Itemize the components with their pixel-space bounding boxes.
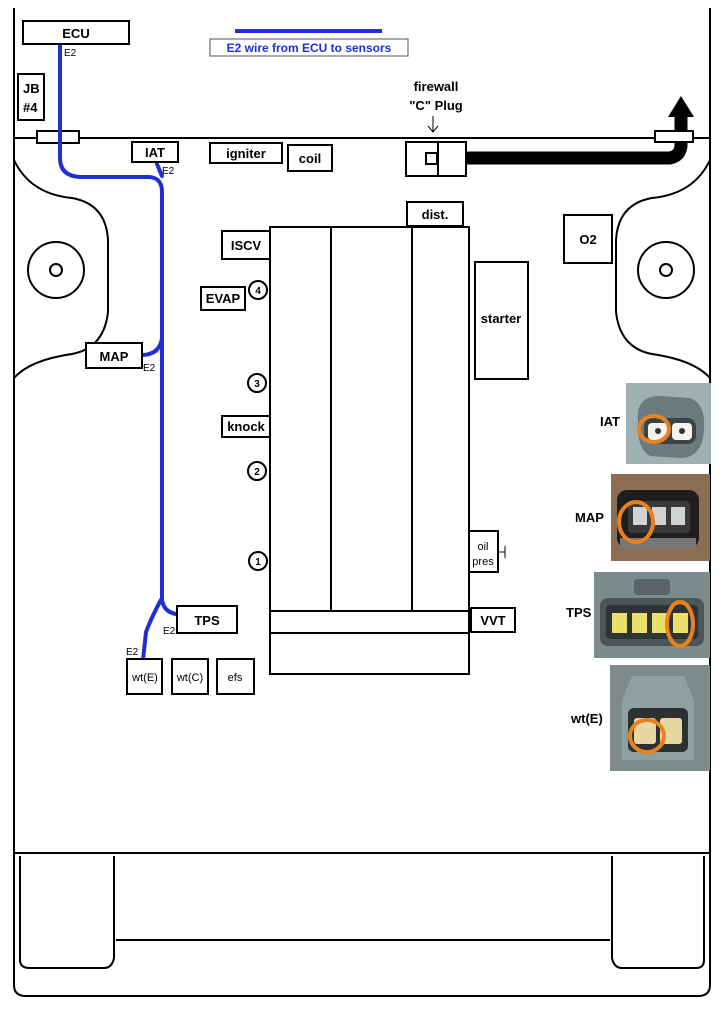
firewall-label-line2: "C" Plug	[409, 98, 463, 113]
iscv-label: ISCV	[231, 238, 262, 253]
harness-clip-right	[654, 130, 694, 143]
starter-label: starter	[481, 311, 521, 326]
o2-sensor-box	[563, 214, 613, 264]
cylinder-2-marker	[247, 461, 267, 481]
vvt-box	[470, 607, 516, 633]
legend-box	[209, 38, 409, 57]
engine-bay-outline	[13, 8, 711, 997]
junction-block-4	[17, 73, 45, 121]
photo-map-label: MAP	[575, 510, 604, 525]
iat-highlight-circle	[637, 414, 671, 444]
cylinder-1-marker	[248, 551, 268, 571]
cylinder-3-label: 3	[254, 379, 260, 390]
e2-wire	[58, 42, 178, 662]
wt-c-box	[171, 658, 209, 695]
cylinder-2-label: 2	[254, 467, 260, 478]
firewall-plug-pin	[425, 152, 438, 165]
firewall-arrow	[427, 116, 439, 133]
wt-e-label: wt(E)	[131, 672, 158, 684]
cylinder-3-marker	[247, 373, 267, 393]
firewall-label-line1: firewall	[414, 79, 459, 94]
knock-label: knock	[227, 419, 265, 434]
vvt-label: VVT	[480, 613, 505, 628]
tps-connector-photo	[594, 572, 710, 658]
map-connector-photo	[611, 474, 710, 561]
photo-wt-e-label: wt(E)	[570, 711, 603, 726]
legend-text: E2 wire from ECU to sensors	[227, 41, 392, 55]
o2-label: O2	[579, 232, 596, 247]
iscv-box	[221, 230, 271, 260]
photo-tps-label: TPS	[566, 605, 592, 620]
iat-connector-photo	[626, 383, 711, 464]
wt-e-connector-photo	[610, 665, 710, 771]
tps-highlight-circle	[665, 600, 695, 648]
jb-label-line2: #4	[23, 100, 38, 115]
iat-box	[131, 141, 179, 163]
evap-label: EVAP	[206, 291, 241, 306]
engine-block	[269, 226, 470, 675]
map-e2-label: E2	[143, 363, 156, 374]
tps-box	[176, 605, 238, 634]
coil-box	[287, 144, 333, 172]
wt-e-e2-label: E2	[126, 647, 139, 658]
efs-box	[216, 658, 255, 695]
ecu-e2-label: E2	[64, 48, 77, 59]
wt-e-highlight-circle	[628, 718, 666, 754]
main-harness	[466, 96, 694, 165]
knock-sensor-box	[221, 415, 271, 438]
jb-label-line1: JB	[23, 81, 40, 96]
starter-box	[474, 261, 529, 380]
map-highlight-circle	[617, 500, 655, 544]
dist-label: dist.	[422, 207, 449, 222]
igniter-label: igniter	[226, 146, 266, 161]
cylinder-4-label: 4	[255, 286, 261, 297]
ecu-box	[22, 20, 130, 45]
coil-label: coil	[299, 151, 321, 166]
cylinder-4-marker	[248, 280, 268, 300]
efs-label: efs	[228, 672, 243, 684]
tps-e2-label: E2	[163, 626, 176, 637]
legend: E2 wire from ECU to sensors	[209, 29, 409, 57]
distributor-box	[406, 201, 464, 227]
oil-pres-line2: pres	[472, 556, 494, 568]
map-label: MAP	[100, 349, 129, 364]
evap-box	[200, 286, 246, 311]
wt-c-label: wt(C)	[176, 672, 203, 684]
photo-iat-label: IAT	[600, 414, 620, 429]
map-box	[85, 342, 143, 369]
tps-label: TPS	[194, 613, 220, 628]
wt-e-box	[126, 658, 163, 695]
iat-label: IAT	[145, 145, 165, 160]
oil-pres-line1: oil	[477, 541, 488, 553]
igniter-box	[209, 142, 283, 164]
cylinder-1-label: 1	[255, 557, 261, 568]
ecu-label: ECU	[62, 26, 89, 41]
iat-e2-label: E2	[162, 166, 175, 177]
